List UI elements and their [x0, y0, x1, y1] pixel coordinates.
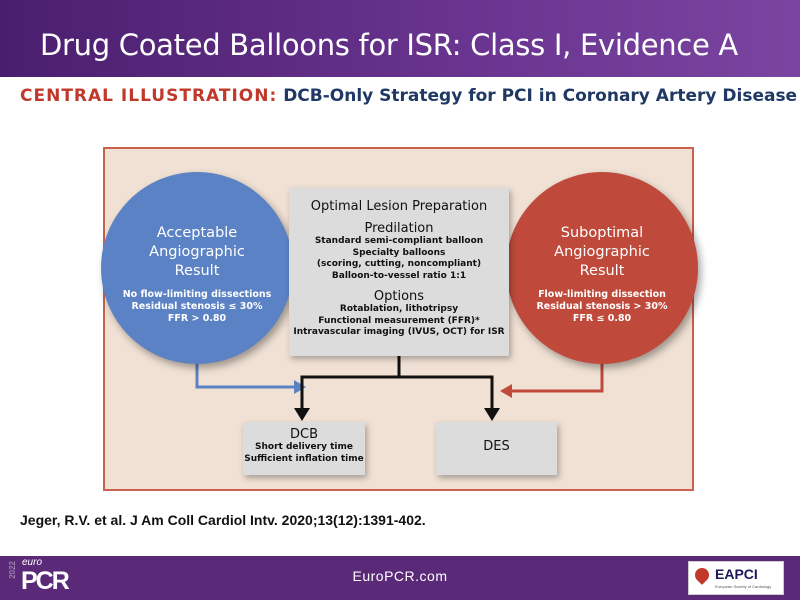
- criterion: Residual stenosis > 30%: [536, 301, 668, 312]
- illustration-heading: CENTRAL ILLUSTRATION: DCB-Only Strategy …: [20, 86, 797, 107]
- circle-title: Acceptable: [156, 225, 238, 241]
- eapci-subtitle: European Society of Cardiology: [715, 584, 772, 589]
- dcb-line: Short delivery time: [255, 442, 353, 452]
- dcb-box: DCB Short delivery time Sufficient infla…: [243, 422, 365, 475]
- eapci-label: EAPCI: [715, 566, 758, 582]
- options-heading: Options: [373, 289, 425, 304]
- slide-title: Drug Coated Balloons for ISR: Class I, E…: [40, 28, 738, 62]
- circle-title: Result: [174, 263, 220, 279]
- circle-title: Angiographic: [554, 244, 650, 260]
- circle-title: Result: [579, 263, 625, 279]
- des-box: DES: [436, 422, 557, 475]
- logo-euro: euro: [22, 557, 43, 568]
- box-title: Optimal Lesion Preparation: [310, 199, 488, 214]
- heart-icon: [692, 565, 712, 585]
- option-item: Intravascular imaging (IVUS, OCT) for IS…: [293, 327, 505, 337]
- circle-title: Angiographic: [149, 244, 245, 260]
- dcb-line: Sufficient inflation time: [244, 453, 364, 464]
- criterion: FFR ≤ 0.80: [572, 313, 632, 324]
- illustration-title: DCB-Only Strategy for PCI in Coronary Ar…: [283, 86, 798, 106]
- predilation-heading: Predilation: [364, 221, 434, 236]
- website-link[interactable]: EuroPCR.com: [352, 568, 448, 584]
- title-bar: Drug Coated Balloons for ISR: Class I, E…: [0, 0, 800, 77]
- des-title: DES: [483, 439, 510, 454]
- footer: 2022 euro PCR EuroPCR.com: [0, 556, 800, 600]
- illustration-label: CENTRAL ILLUSTRATION:: [20, 86, 278, 106]
- option-item: Rotablation, lithotripsy: [339, 304, 459, 314]
- option-item: Functional measurement (FFR)*: [318, 315, 480, 326]
- criterion: Flow-limiting dissection: [538, 289, 666, 300]
- dcb-title: DCB: [289, 427, 318, 442]
- predilation-item: Specialty balloons: [352, 247, 446, 258]
- predilation-item: Standard semi-compliant balloon: [314, 236, 484, 246]
- predilation-item: Balloon-to-vessel ratio 1:1: [331, 270, 467, 281]
- circle-title: Suboptimal: [560, 225, 644, 241]
- criterion: No flow-limiting dissections: [122, 289, 272, 300]
- lesion-preparation-box: Optimal Lesion Preparation Predilation S…: [289, 188, 509, 356]
- criterion: FFR > 0.80: [167, 313, 227, 324]
- logo-pcr: PCR: [21, 567, 70, 595]
- eapci-logo: EAPCI European Society of Cardiology: [688, 561, 784, 595]
- predilation-item: (scoring, cutting, noncompliant): [316, 259, 482, 269]
- criterion: Residual stenosis ≤ 30%: [131, 301, 263, 312]
- citation: Jeger, R.V. et al. J Am Coll Cardiol Int…: [20, 512, 426, 528]
